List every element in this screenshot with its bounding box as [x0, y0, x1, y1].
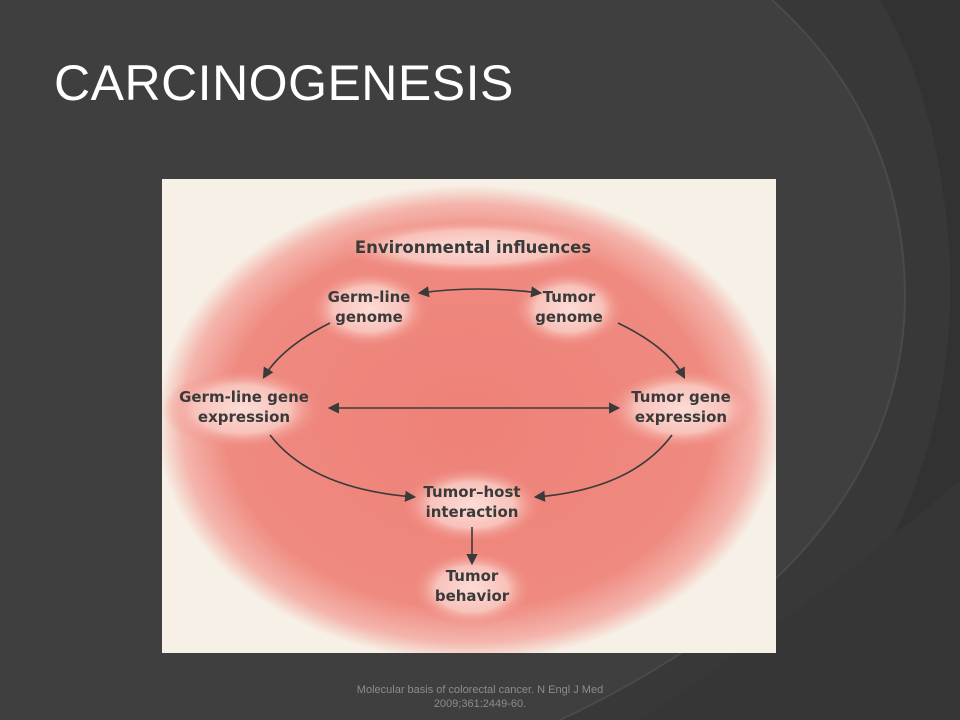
node-label: Germ-line gene: [179, 388, 309, 406]
node-tumor-expression: Tumor gene expression: [631, 388, 731, 426]
node-label: Germ-line: [328, 288, 411, 306]
edge-germline-genome-germline-expression: [262, 322, 331, 379]
node-label: Tumor–host: [423, 483, 520, 501]
diagram-canvas: Environmental influences Germ-line genom…: [162, 185, 776, 653]
edge-germline-genome-tumor-genome: [417, 286, 543, 298]
node-germline-expression: Germ-line gene expression: [179, 388, 309, 426]
tumor-expression-glow: [606, 369, 758, 449]
tumor-behavior-glow: [412, 551, 532, 627]
edge-tumor-genome-tumor-expression: [617, 322, 686, 379]
tumor-host-glow: [402, 467, 542, 543]
node-tumor-genome: Tumor genome: [535, 288, 603, 326]
node-label: expression: [635, 408, 727, 426]
node-label: Tumor: [543, 288, 596, 306]
node-label: Tumor: [446, 567, 499, 585]
node-tumor-host: Tumor–host interaction: [423, 483, 520, 521]
node-tumor-behavior: Tumor behavior: [435, 567, 510, 605]
slide-title: CARCINOGENESIS: [54, 55, 514, 111]
background-lower-band: [640, 480, 960, 720]
node-label: expression: [198, 408, 290, 426]
node-label: behavior: [435, 587, 510, 605]
node-germline-genome: Germ-line genome: [328, 288, 411, 326]
background-band-outer: [560, 0, 960, 720]
edge-germline-expression-tumor-host: [269, 434, 417, 502]
node-label: genome: [335, 308, 403, 326]
node-label: Tumor gene: [631, 388, 731, 406]
germline-expression-glow: [162, 369, 322, 449]
edge-tumor-expression-tumor-host: [533, 434, 673, 502]
node-label: interaction: [426, 503, 519, 521]
diagram-heading: Environmental influences: [355, 238, 591, 257]
citation-footer: Molecular basis of colorectal cancer. N …: [356, 684, 604, 710]
diagram-figure: Environmental influences Germ-line genom…: [162, 179, 776, 653]
heading-glow: [333, 219, 613, 275]
germline-genome-glow: [309, 271, 429, 347]
node-label: genome: [535, 308, 603, 326]
